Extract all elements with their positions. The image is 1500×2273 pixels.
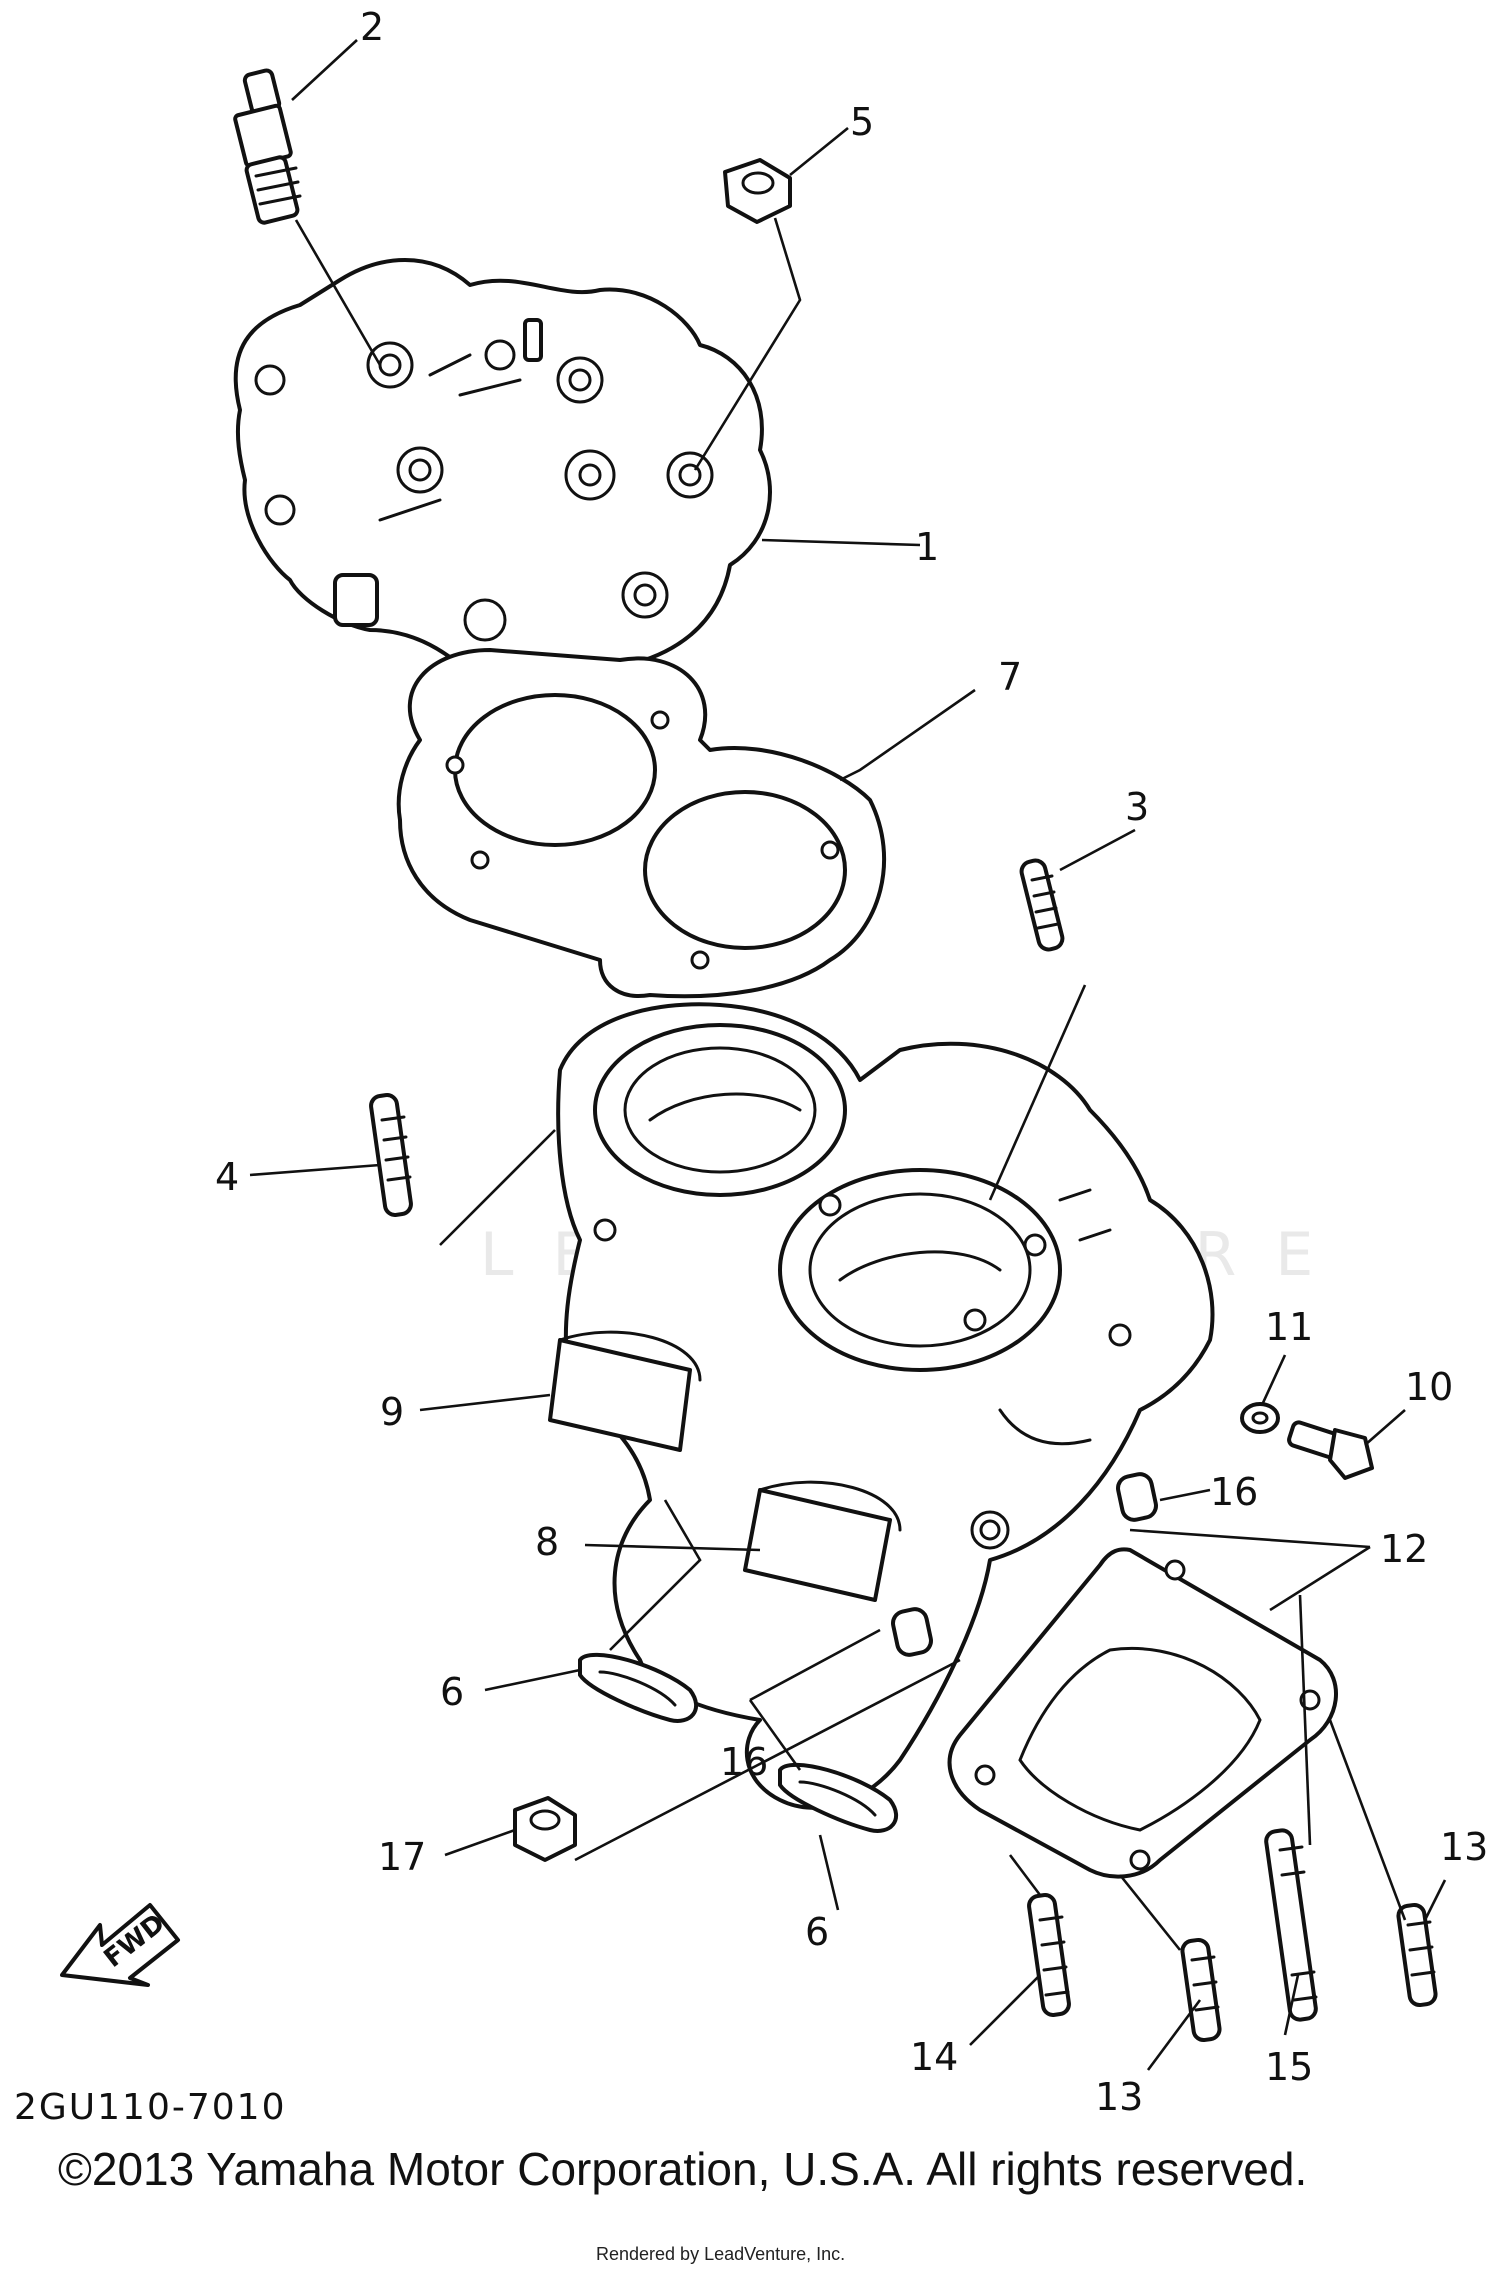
exhaust-flange-9-part[interactable] <box>548 1330 702 1452</box>
callout-17: 17 <box>378 1835 426 1879</box>
rendered-by-credit: Rendered by LeadVenture, Inc. <box>596 2244 846 2264</box>
callout-11: 11 <box>1265 1305 1313 1349</box>
stud-13b-part[interactable] <box>1396 1902 1438 2008</box>
callout-15: 15 <box>1265 2045 1313 2089</box>
callout-8: 8 <box>535 1520 559 1564</box>
callout-10: 10 <box>1405 1365 1453 1409</box>
head-gasket-part[interactable] <box>396 648 887 999</box>
stud-15-part[interactable] <box>1264 1828 1318 2022</box>
dowel-16b-part[interactable] <box>891 1607 933 1657</box>
callout-labels: 1 2 3 4 5 6 6 7 8 9 10 11 12 13 13 14 15… <box>215 5 1488 2119</box>
callout-16b: 16 <box>720 1740 768 1784</box>
callout-14: 14 <box>910 2035 958 2079</box>
callout-3: 3 <box>1125 785 1149 829</box>
base-gasket-part[interactable] <box>947 1547 1338 1879</box>
callout-6a: 6 <box>440 1670 464 1714</box>
nut-17-part[interactable] <box>513 1796 577 1862</box>
callout-1: 1 <box>915 525 939 569</box>
stud-13a-part[interactable] <box>1180 1937 1222 2043</box>
stud-3-part[interactable] <box>1019 858 1065 952</box>
gasket-6a-part[interactable] <box>578 1652 698 1723</box>
bolt-10-part[interactable] <box>1287 1420 1374 1480</box>
reference-code: 2GU110-7010 <box>14 2087 287 2128</box>
fwd-arrow-icon: FWD <box>60 1903 180 1987</box>
stud-14-part[interactable] <box>1027 1893 1071 2017</box>
cylinder-head-part[interactable] <box>233 258 772 687</box>
washer-11-part[interactable] <box>1240 1402 1280 1434</box>
spark-plug-part[interactable] <box>233 68 302 225</box>
callout-12: 12 <box>1380 1527 1428 1571</box>
callout-2: 2 <box>360 5 384 49</box>
callout-4: 4 <box>215 1155 239 1199</box>
gasket-6b-part[interactable] <box>778 1762 898 1833</box>
stud-4-part[interactable] <box>369 1093 413 1217</box>
leader-lines <box>249 39 1447 2071</box>
nut-5-part[interactable] <box>723 158 792 224</box>
callout-9: 9 <box>380 1390 404 1434</box>
cylinder-block-part[interactable] <box>556 1002 1215 1810</box>
exhaust-flange-8-part[interactable] <box>743 1480 902 1602</box>
callout-7: 7 <box>998 655 1022 699</box>
callout-5: 5 <box>850 100 874 144</box>
callout-16a: 16 <box>1210 1470 1258 1514</box>
callout-13a: 13 <box>1440 1825 1488 1869</box>
dowel-16a-part[interactable] <box>1116 1472 1158 1522</box>
copyright-notice: ©2013 Yamaha Motor Corporation, U.S.A. A… <box>58 2143 1308 2195</box>
callout-6b: 6 <box>805 1910 829 1954</box>
callout-13b: 13 <box>1095 2075 1143 2119</box>
